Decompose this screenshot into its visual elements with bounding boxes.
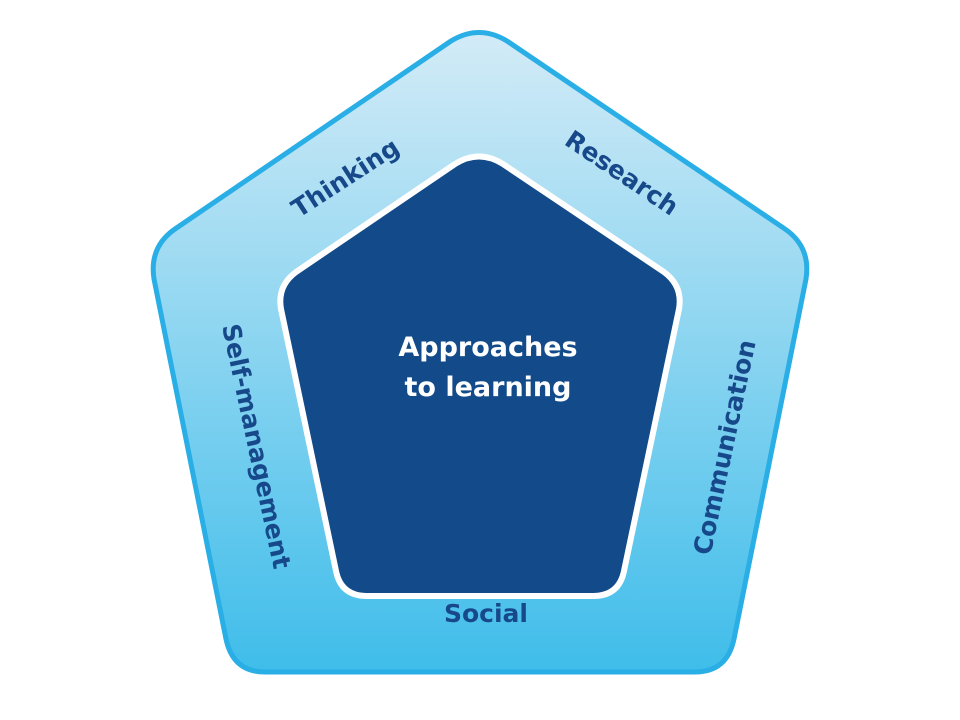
center-title-line-1: Approaches [398, 332, 577, 363]
skill-label-social: Social [444, 599, 528, 628]
inner-pentagon [277, 153, 683, 599]
center-title-line-2: to learning [405, 372, 572, 403]
